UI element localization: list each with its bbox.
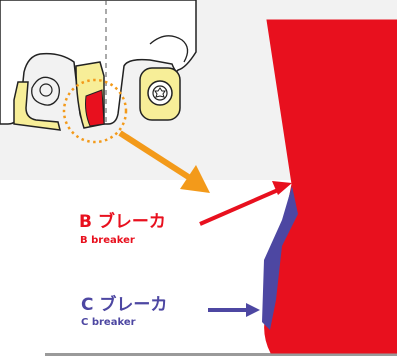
b-breaker-label-en: B breaker (80, 235, 135, 246)
insert-cutting-edge (85, 89, 105, 127)
pointer-arrow-head (180, 165, 210, 193)
c-breaker-label-en: C breaker (81, 317, 136, 328)
pointer-arrow-line (118, 130, 192, 181)
c-breaker-arrow-head (246, 303, 260, 317)
cutter-chip-pocket-left (31, 76, 60, 106)
cutter-hole-left (39, 83, 53, 97)
bottom-divider-line (45, 353, 397, 356)
c-breaker-label-jp: C ブレーカ (81, 295, 168, 315)
b-breaker-arrow-line (199, 188, 279, 226)
insert-plate-left (13, 81, 61, 131)
cutter-chip-pocket-right (149, 35, 189, 63)
torx-icon (154, 87, 166, 98)
b-breaker-label-jp: B ブレーカ (79, 212, 166, 232)
c-breaker-region (262, 186, 298, 330)
b-breaker-arrow-head (272, 181, 292, 195)
highlight-circle (62, 78, 128, 144)
